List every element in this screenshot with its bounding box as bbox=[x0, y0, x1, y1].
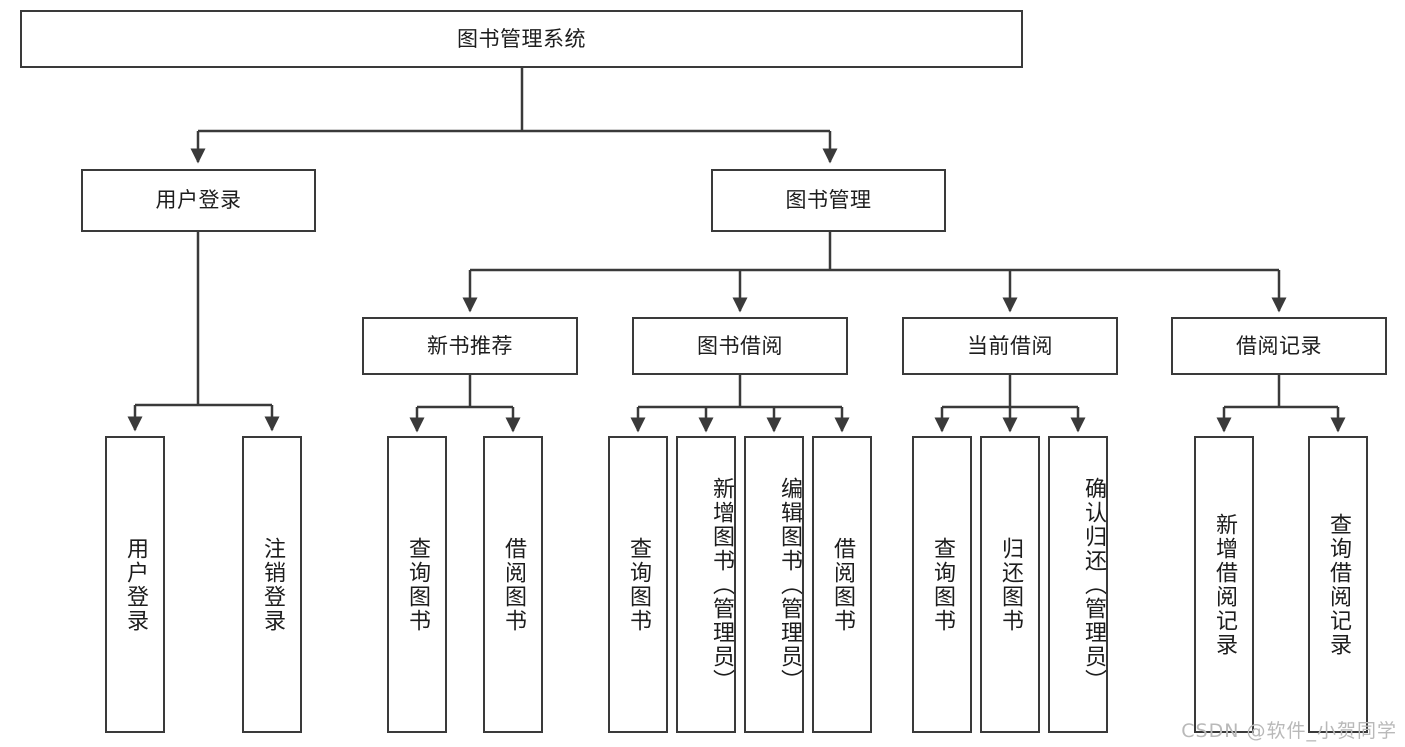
leaf-borrow-book[interactable]: 借阅图书 bbox=[812, 436, 872, 733]
leaf-confirm-return-admin[interactable]: 确认归还（管理员） bbox=[1048, 436, 1108, 733]
leaf-edit-book-admin[interactable]: 编辑图书（管理员） bbox=[744, 436, 804, 733]
leaf-logout[interactable]: 注销登录 bbox=[242, 436, 302, 733]
node-current-borrow[interactable]: 当前借阅 bbox=[902, 317, 1118, 375]
node-book-management[interactable]: 图书管理 bbox=[711, 169, 946, 232]
leaf-query-book-new[interactable]: 查询图书 bbox=[387, 436, 447, 733]
leaf-query-book-borrow[interactable]: 查询图书 bbox=[608, 436, 668, 733]
leaf-user-login[interactable]: 用户登录 bbox=[105, 436, 165, 733]
leaf-query-book-current[interactable]: 查询图书 bbox=[912, 436, 972, 733]
node-new-book-recommend[interactable]: 新书推荐 bbox=[362, 317, 578, 375]
node-root-library-system[interactable]: 图书管理系统 bbox=[20, 10, 1023, 68]
node-user-login[interactable]: 用户登录 bbox=[81, 169, 316, 232]
leaf-add-book-admin[interactable]: 新增图书（管理员） bbox=[676, 436, 736, 733]
watermark-text: CSDN @软件_小贺同学 bbox=[1181, 720, 1397, 742]
leaf-borrow-book-new[interactable]: 借阅图书 bbox=[483, 436, 543, 733]
node-borrow-record[interactable]: 借阅记录 bbox=[1171, 317, 1387, 375]
node-book-borrow[interactable]: 图书借阅 bbox=[632, 317, 848, 375]
leaf-return-book[interactable]: 归还图书 bbox=[980, 436, 1040, 733]
leaf-add-borrow-record[interactable]: 新增借阅记录 bbox=[1194, 436, 1254, 733]
leaf-query-borrow-record[interactable]: 查询借阅记录 bbox=[1308, 436, 1368, 733]
